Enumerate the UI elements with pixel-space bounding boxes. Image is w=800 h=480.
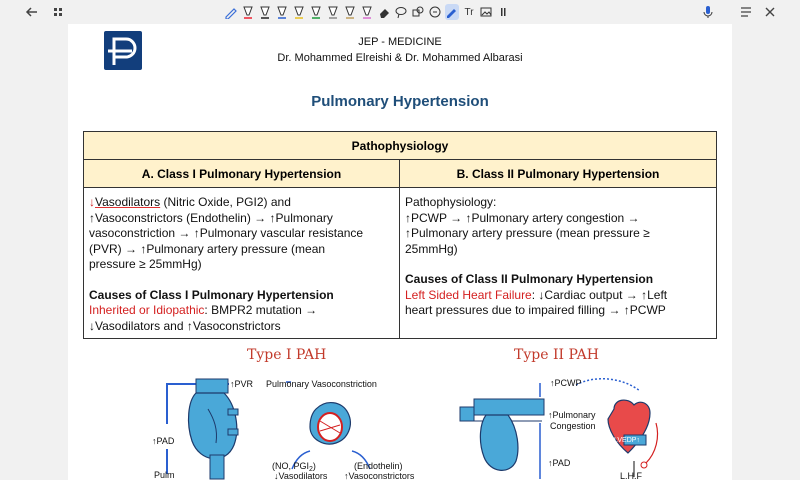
table-header: Pathophysiology [84,132,716,160]
svg-text:↑PVR: ↑PVR [230,379,254,389]
svg-text:LVEDP↑: LVEDP↑ [614,437,640,444]
svg-text:(Endothelin): (Endothelin) [354,461,403,471]
authors: Dr. Mohammed Elreishi & Dr. Mohammed Alb… [277,52,523,64]
col-b-title: B. Class II Pulmonary Hypertension [456,167,660,181]
mic-icon[interactable] [700,4,716,20]
causes-class-ii-title: Causes of Class II Pulmonary Hypertensio… [405,272,654,286]
highlighter-3-icon[interactable] [275,4,289,20]
highlighter-2-icon[interactable] [258,4,272,20]
svg-text:↑PCWP: ↑PCWP [550,378,582,388]
highlighter-active-icon[interactable] [445,4,459,20]
pathophysiology-table: Pathophysiology A. Class I Pulmonary Hyp… [83,131,717,339]
highlighter-4-icon[interactable] [292,4,306,20]
svg-text:↑PAD: ↑PAD [152,436,175,446]
eraser-icon[interactable] [377,4,391,20]
svg-text:↑Pulmonary: ↑Pulmonary [548,410,596,420]
drawing-tools: Tr [224,3,510,21]
type-ii-pah-diagram: ↑PCWP ↑Pulmonary Congestion LVEDP↑ ↑PAD … [459,378,659,480]
highlighter-5-icon[interactable] [309,4,323,20]
document-page: JEP - MEDICINE Dr. Mohammed Elreishi & D… [68,24,732,480]
highlighter-6-icon[interactable] [326,4,340,20]
text-tool-icon[interactable]: Tr [464,6,474,18]
svg-text:Congestion: Congestion [550,421,596,431]
svg-text:↓Vasodilators: ↓Vasodilators [274,471,328,480]
arrow-left-icon[interactable] [24,4,40,20]
svg-text:(NO, PGI2): (NO, PGI2) [272,461,316,473]
highlighter-1-icon[interactable] [241,4,255,20]
col-a-title: A. Class I Pulmonary Hypertension [84,160,400,187]
highlighter-7-icon[interactable] [343,4,357,20]
col-b-cell: Pathophysiology: ↑PCWP → ↑Pulmonary arte… [400,188,716,338]
causes-class-i-title: Causes of Class I Pulmonary Hypertension [89,287,334,302]
more-tools-icon[interactable] [496,4,510,20]
col-a-cell: ↓Vasodilators (Nitric Oxide, PGI2) and ↑… [84,188,400,338]
type-i-pah-diagram: ↑PVR Pulmonary Vasoconstriction ↑PAD Pul… [152,378,415,480]
annotation-toolbar: Tr [0,0,800,24]
course-name: JEP - MEDICINE [358,36,442,48]
svg-text:↑PAD: ↑PAD [548,458,571,468]
svg-text:Pulm: Pulm [154,470,175,480]
page-title: Pulmonary Hypertension [311,93,489,110]
menu-icon[interactable] [738,4,754,20]
link-icon[interactable] [428,4,442,20]
type-ii-pah-title: Type II PAH [514,347,599,363]
jep-logo [104,31,142,70]
image-icon[interactable] [479,4,493,20]
svg-text:↑Vasoconstrictors: ↑Vasoconstrictors [344,471,415,480]
grid-icon[interactable] [50,4,66,20]
shapes-icon[interactable] [411,4,425,20]
table-body: ↓Vasodilators (Nitric Oxide, PGI2) and ↑… [84,188,716,338]
highlighter-8-icon[interactable] [360,4,374,20]
svg-text:L.H.F: L.H.F [620,471,643,480]
lasso-icon[interactable] [394,4,408,20]
close-icon[interactable] [762,4,778,20]
pen-icon[interactable] [224,4,238,20]
svg-text:Pulmonary Vasoconstriction: Pulmonary Vasoconstriction [266,379,377,389]
type-i-pah-title: Type I PAH [247,347,327,363]
table-subheader: A. Class I Pulmonary Hypertension B. Cla… [84,160,716,188]
